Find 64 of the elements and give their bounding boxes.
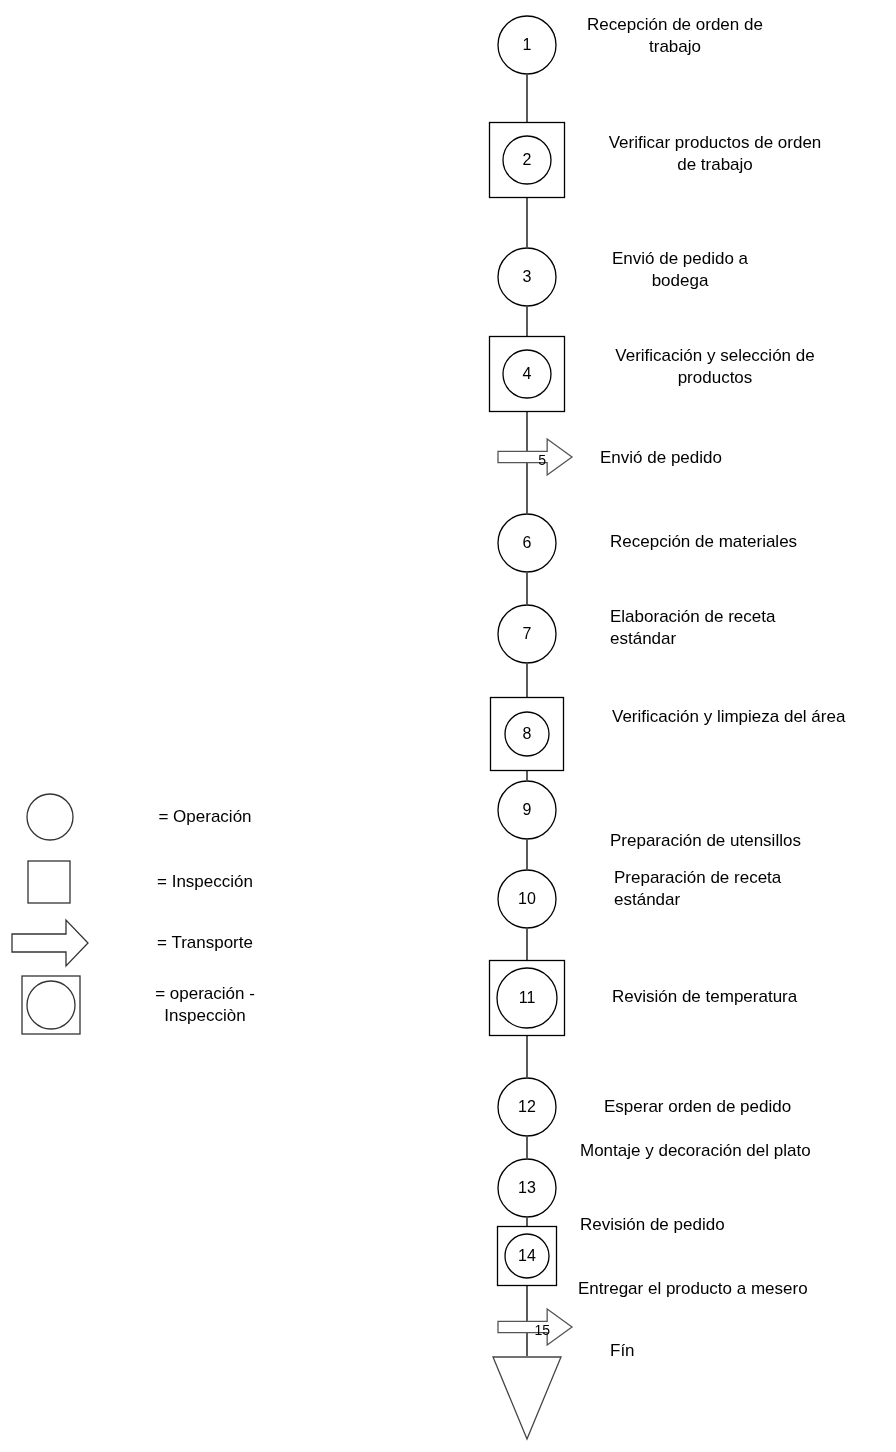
connector-line	[526, 839, 528, 870]
operation-circle	[497, 15, 557, 75]
step-description: Recepción de materiales	[610, 531, 799, 553]
connector-line	[526, 411, 528, 452]
step-number: 13	[518, 1180, 536, 1196]
step-description: Recepción de orden de trabajo	[586, 14, 764, 59]
operation-inspection-symbol	[489, 122, 565, 198]
connector-line	[526, 1035, 528, 1078]
step-number: 7	[522, 626, 532, 642]
step-description: Preparación de utensillos	[610, 830, 802, 852]
step-number: 2	[522, 152, 532, 168]
transport-symbol	[496, 438, 573, 476]
legend-label: = operación - Inspecciòn	[154, 982, 256, 1027]
operation-inspection-symbol	[490, 697, 564, 771]
connector-line	[526, 572, 528, 605]
step-number: 11	[518, 990, 536, 1006]
step-description: Esperar orden de pedido	[604, 1096, 793, 1118]
step-number: 9	[522, 802, 532, 818]
step-description: Entregar el producto a mesero	[578, 1278, 809, 1300]
step-number: 14	[518, 1248, 536, 1264]
connector-line	[526, 462, 528, 514]
operation-circle	[497, 513, 557, 573]
step-description: Envió de pedido a bodega	[610, 248, 750, 293]
step-description: Montaje y decoración del plato	[580, 1140, 812, 1162]
connector-line	[526, 1285, 528, 1322]
operation-inspection-symbol	[489, 960, 565, 1036]
step-description: Revisión de pedido	[580, 1214, 726, 1236]
legend-label: = Inspección	[156, 870, 254, 893]
legend-label: = Operación	[157, 805, 253, 828]
transport-symbol	[496, 1308, 573, 1346]
legend-label: = Transporte	[156, 931, 254, 954]
operation-circle	[497, 780, 557, 840]
connector-line	[526, 1332, 528, 1357]
step-number: 3	[522, 269, 532, 285]
operation-circle	[497, 1077, 557, 1137]
connector-line	[526, 663, 528, 698]
operation-circle	[497, 869, 557, 929]
step-description: Envió de pedido	[600, 447, 723, 469]
step-description: Verificar productos de orden de trabajo	[607, 132, 823, 177]
connector-line	[526, 306, 528, 337]
connector-line	[526, 770, 528, 781]
step-description: Verificación y limpieza del área	[612, 706, 847, 728]
step-description: Revisión de temperatura	[612, 986, 799, 1008]
operation-inspection-symbol	[497, 1226, 557, 1286]
operation-circle	[497, 1158, 557, 1218]
step-number: 4	[522, 366, 532, 382]
connector-line	[526, 1136, 528, 1159]
operation-inspection-symbol	[489, 336, 565, 412]
connector-line	[526, 1217, 528, 1227]
operation-circle	[497, 247, 557, 307]
step-description: Fín	[610, 1340, 636, 1362]
end-triangle	[492, 1356, 562, 1440]
operation-circle	[497, 604, 557, 664]
connector-line	[526, 197, 528, 248]
step-description: Verificación y selección de productos	[614, 345, 816, 390]
step-description: Preparación de receta estándar	[614, 867, 783, 912]
connector-line	[526, 928, 528, 961]
step-number: 1	[522, 37, 532, 53]
step-number: 8	[522, 726, 532, 742]
connector-line	[526, 74, 528, 123]
step-number: 6	[522, 535, 532, 551]
step-number: 12	[518, 1099, 536, 1115]
step-number: 10	[518, 891, 536, 907]
step-description: Elaboración de receta estándar	[610, 606, 777, 651]
